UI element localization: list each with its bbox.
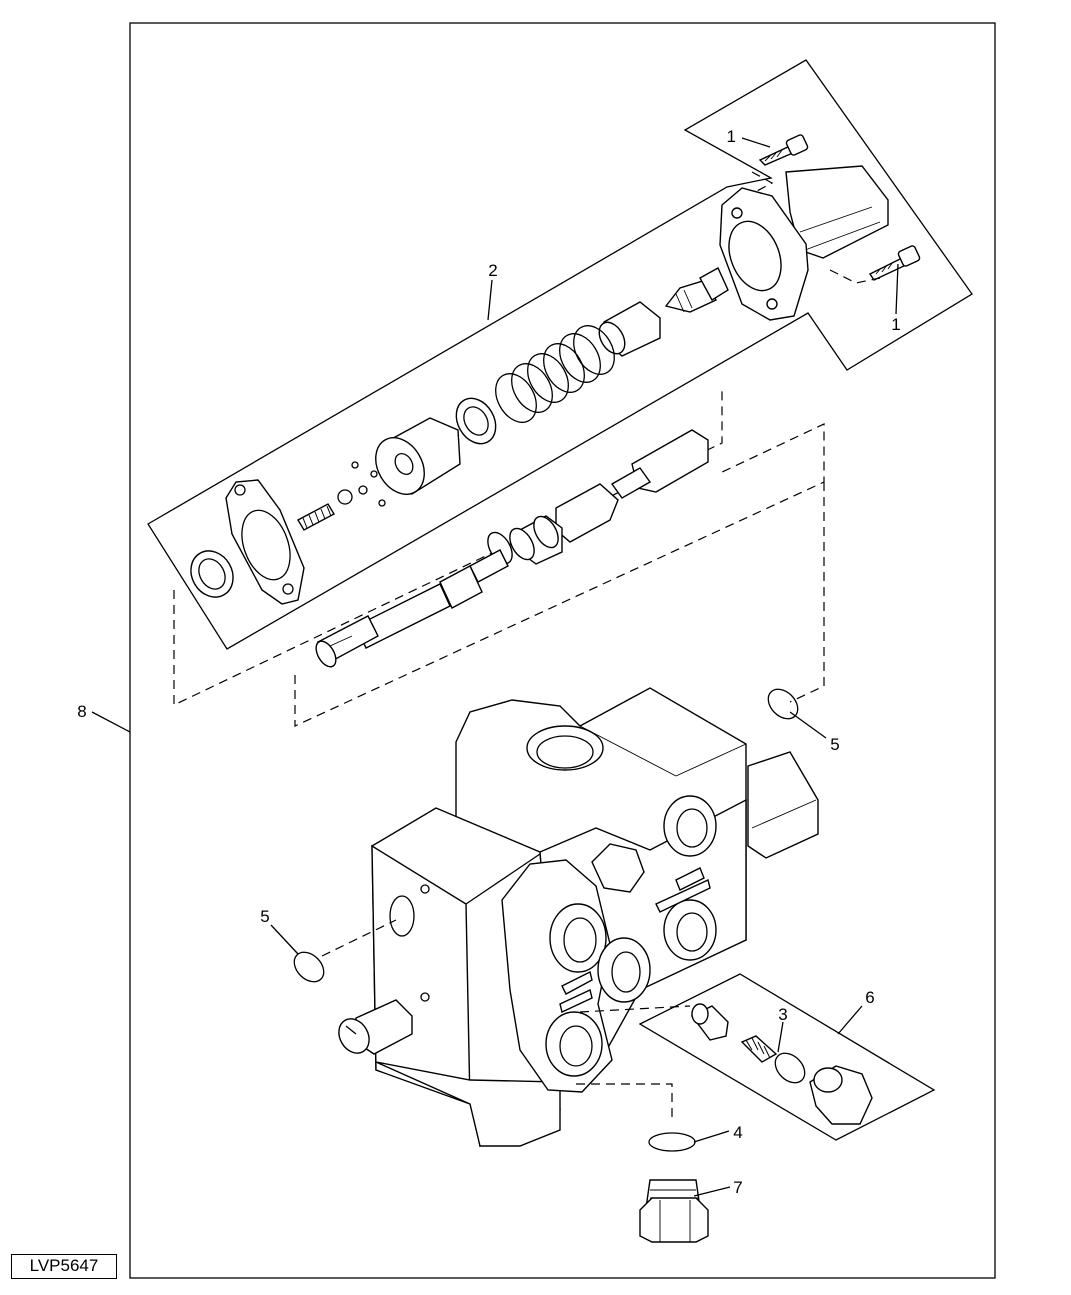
o-ring-upper [767,688,799,720]
kit-6-outline [638,973,936,1141]
cap-screw-lower [868,245,921,281]
callout-7: 7 [733,1178,742,1197]
figure-id-label: LVP5647 [11,1254,117,1279]
check-balls [337,461,386,507]
gasket [225,479,305,605]
piston [375,417,461,495]
kit-2-outline [147,59,973,650]
valve-body [338,687,819,1148]
o-ring-lower [293,951,325,983]
small-spring [297,503,335,531]
leader-1b [895,263,899,315]
callout-8: 8 [77,702,86,721]
relief-spring [740,1035,778,1063]
poppet [664,267,729,313]
large-spring [495,325,615,423]
leader-4 [693,1130,730,1143]
callout-3: 3 [778,1005,787,1024]
callout-1-lower: 1 [891,315,900,334]
callout-5-lower: 5 [260,907,269,926]
callout-4: 4 [733,1123,742,1142]
spool [315,429,709,668]
relief-plug [809,1065,873,1125]
callout-1-upper: 1 [727,127,736,146]
leader-7 [693,1186,731,1197]
assembly-frame [129,22,996,1279]
cap-screw-upper [758,134,809,166]
leader-5b [270,924,299,955]
callout-2: 2 [488,261,497,280]
leader-5a [789,711,827,739]
callout-5-upper: 5 [830,735,839,754]
seal-ring [190,550,234,598]
leader-2 [487,279,493,321]
relief-seal [774,1052,806,1084]
leader-3 [777,1021,784,1053]
relief-plunger [690,1003,729,1041]
leader-6 [837,1005,863,1035]
spool-outline-b [294,423,825,727]
callout-6: 6 [865,988,874,1007]
spring-seat [598,301,661,357]
o-ring-4 [648,1132,696,1152]
leader-1a [741,137,771,148]
leader-8 [91,711,131,733]
end-cap [719,165,889,321]
port-plug [639,1179,709,1243]
washer [455,397,497,445]
